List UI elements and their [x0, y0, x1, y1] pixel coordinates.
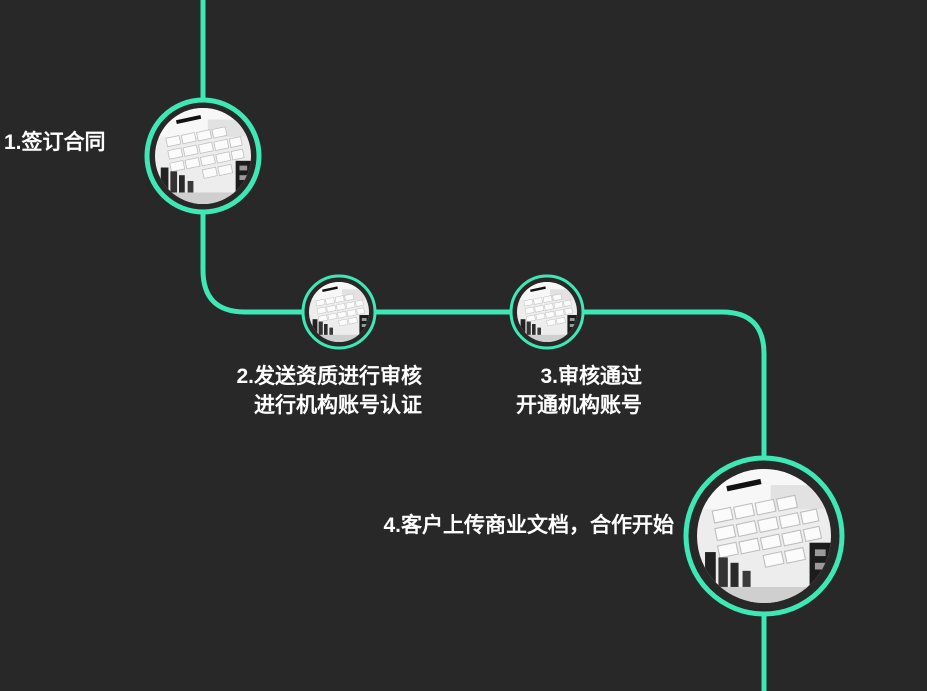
step-2-label: 2.发送资质进行审核 进行机构账号认证: [200, 362, 422, 420]
step-2-node: [301, 274, 377, 350]
step-1-number: 1.: [4, 131, 22, 154]
step-3-text-line-2: 开通机构账号: [516, 393, 642, 417]
step-1-label: 1.签订合同: [4, 128, 106, 157]
step-4-image: [697, 469, 831, 603]
step-4-label: 4.客户上传商业文档，合作开始: [300, 511, 674, 540]
step-2-text-line-1: 发送资质进行审核: [254, 364, 422, 388]
step-3-text-line-1: 审核通过: [558, 364, 642, 388]
step-4-node: [683, 455, 845, 617]
step-3-node: [509, 274, 585, 350]
step-1-node: [144, 97, 262, 215]
step-4-number: 4.: [383, 514, 401, 537]
step-4-text: 客户上传商业文档，合作开始: [401, 513, 674, 537]
step-2-image: [309, 282, 369, 342]
step-3-image: [517, 282, 577, 342]
step-2-number: 2.: [236, 365, 254, 388]
step-1-image: [155, 108, 251, 204]
step-2-text-line-2: 进行机构账号认证: [254, 393, 422, 417]
timeline-connector: [200, 0, 767, 691]
step-3-label: 3.审核通过 开通机构账号: [470, 362, 642, 420]
step-3-number: 3.: [540, 365, 558, 388]
step-1-text: 签订合同: [21, 130, 106, 154]
